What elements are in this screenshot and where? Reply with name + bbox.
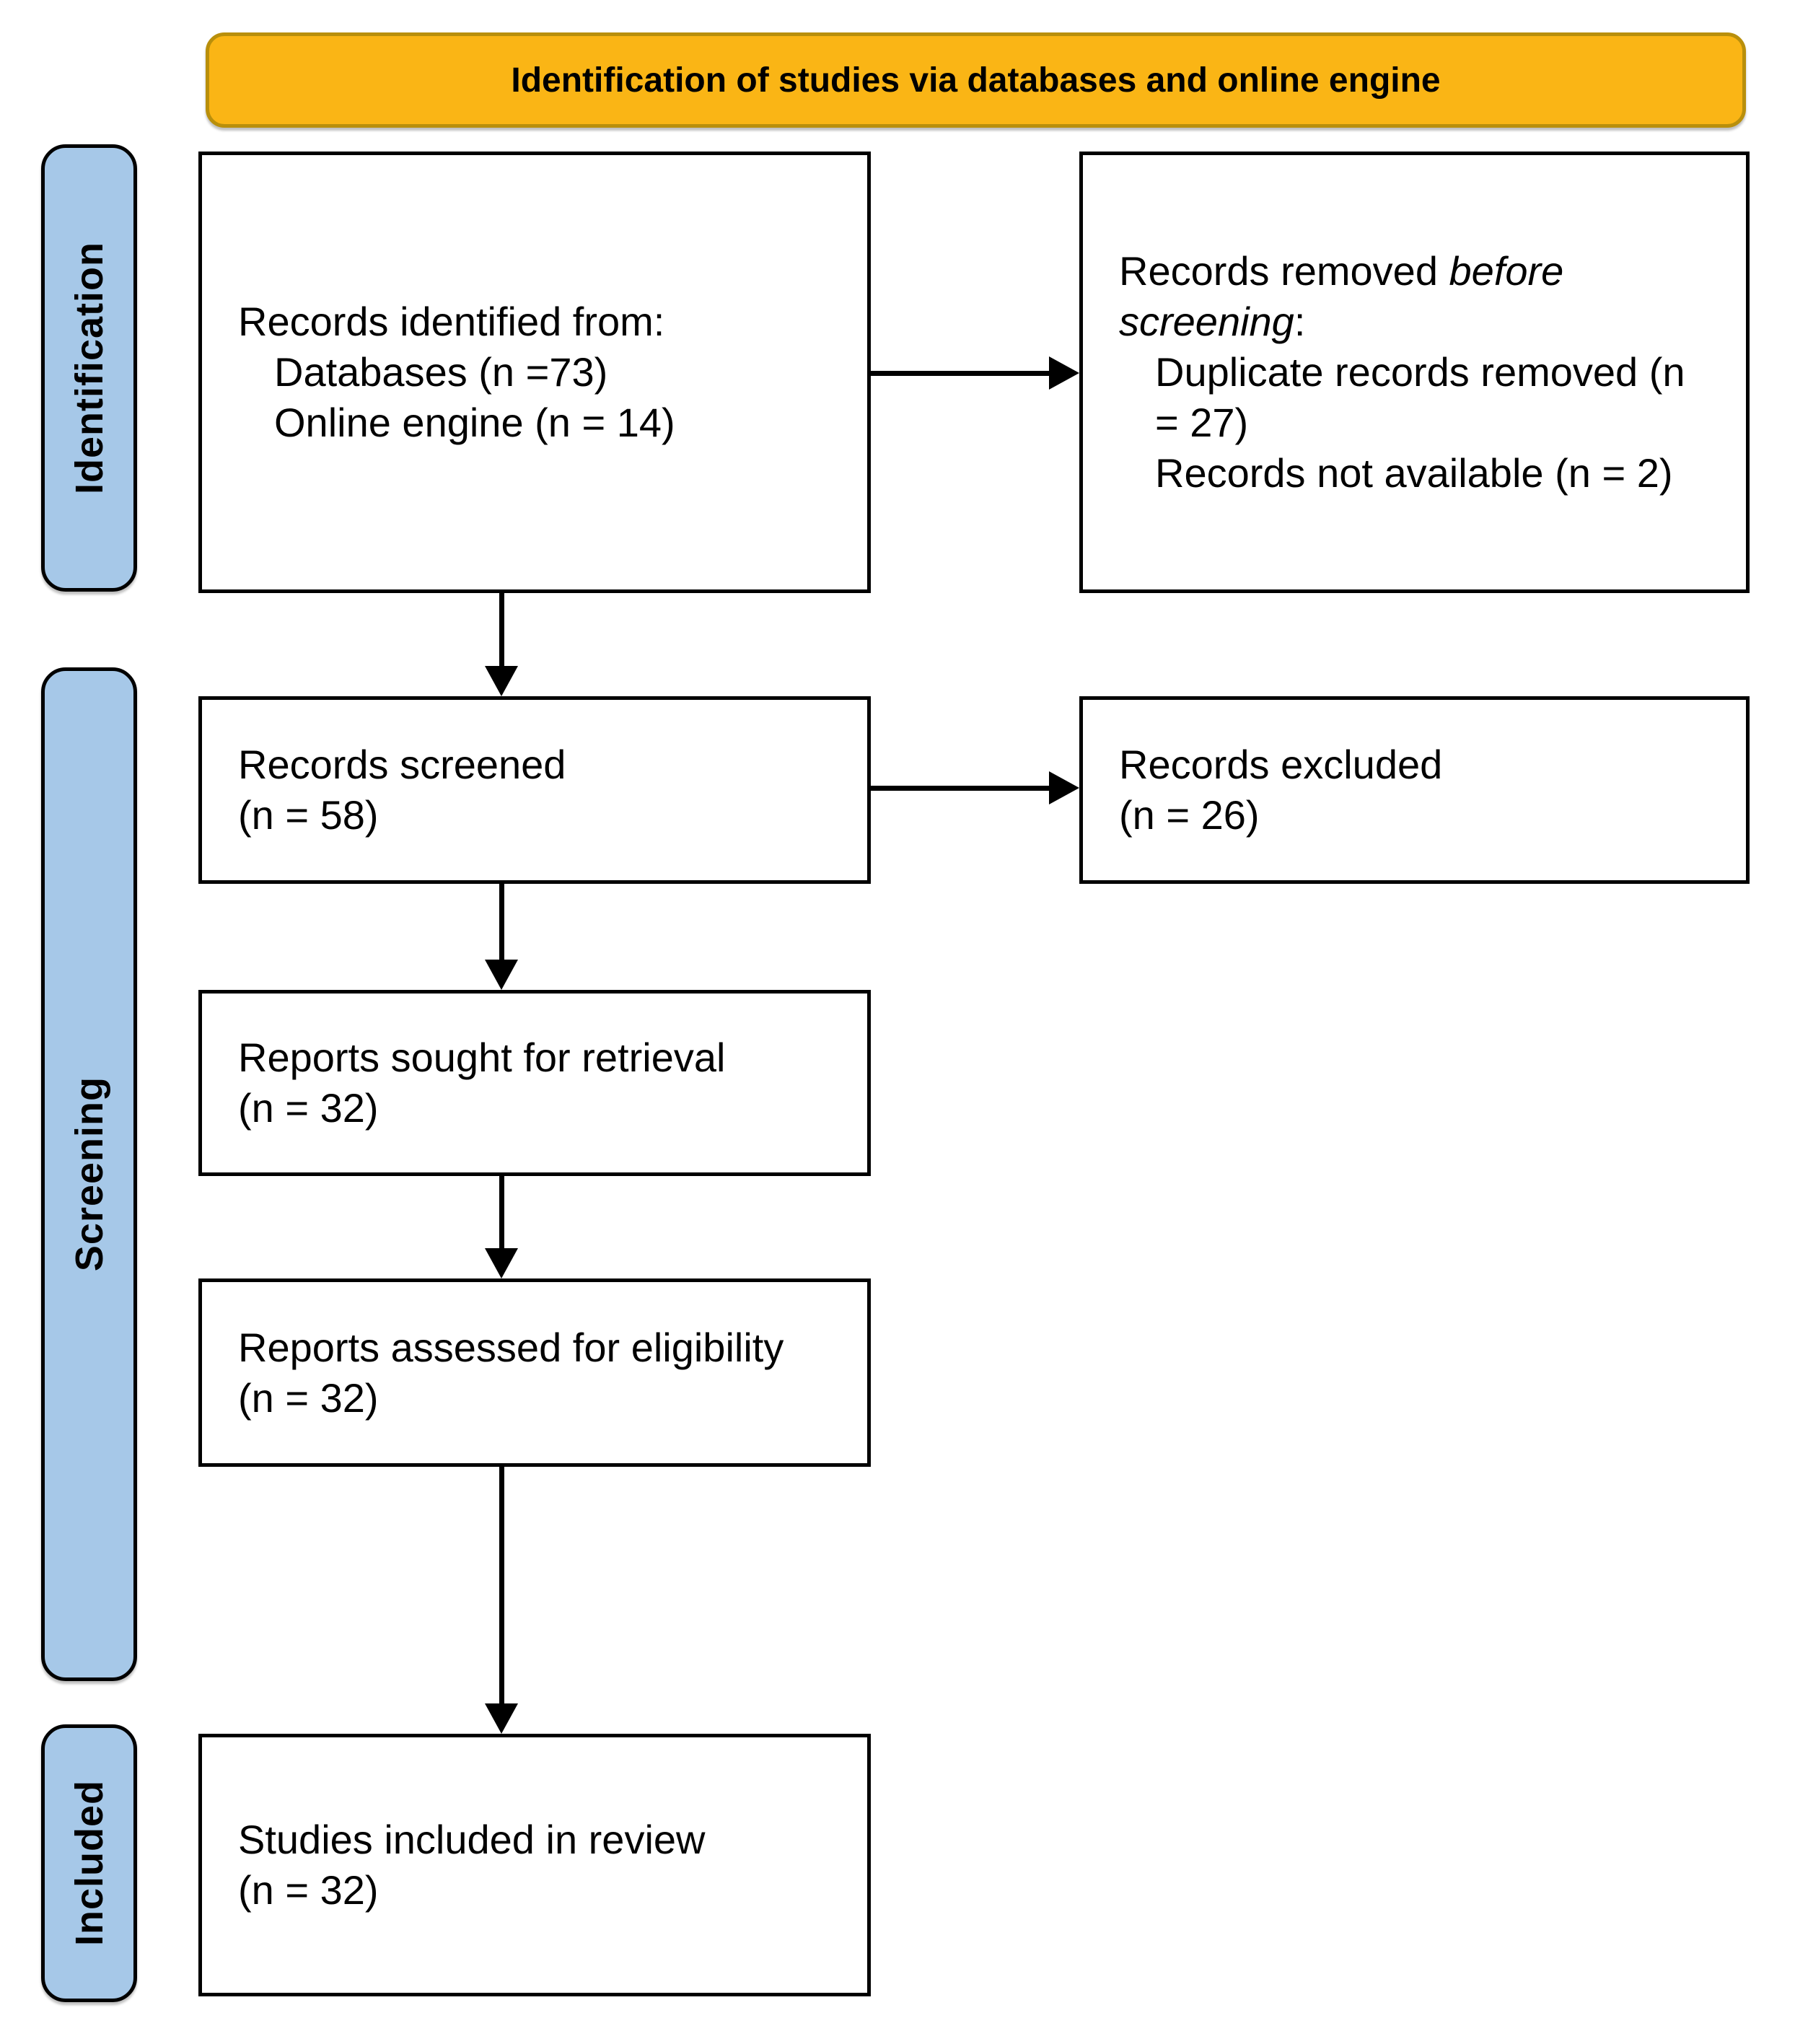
box-reports-assessed: Reports assessed for eligibility (n = 32… [198,1278,871,1467]
box-studies-included: Studies included in review (n = 32) [198,1734,871,1996]
box-text-line: Databases (n =73) [274,349,608,395]
arrowhead [485,666,518,696]
stage-label-screening-text: Screening [67,1076,111,1272]
box-text-segment: : [1294,299,1306,344]
box-text-line: Records excluded [1119,742,1443,787]
arrowhead [485,960,518,990]
box-text-line: (n = 58) [238,792,379,838]
stage-label-identification-text: Identification [67,242,111,494]
arrowhead [1049,356,1079,390]
box-text-line: Reports assessed for eligibility [238,1324,784,1370]
box-records-identified: Records identified from: Databases (n =7… [198,152,871,593]
box-text-line: (n = 32) [238,1085,379,1131]
box-text-line: Records not available (n = 2) [1155,450,1673,496]
stage-label-included: Included [41,1724,137,2002]
box-text-line: Studies included in review [238,1817,706,1862]
stage-label-screening: Screening [41,667,137,1681]
box-text-line: (n = 32) [238,1867,379,1913]
box-text-line: Online engine (n = 14) [274,400,675,445]
box-records-screened: Records screened (n = 58) [198,696,871,884]
box-records-removed: Records removed before screening: Duplic… [1079,152,1750,593]
box-text-line: (n = 26) [1119,792,1260,838]
arrow-shaft [871,786,1050,791]
box-records-excluded: Records excluded (n = 26) [1079,696,1750,884]
box-text-line: Records removed before screening: [1119,246,1716,347]
box-text-line: Records identified from: [238,299,665,344]
arrow-shaft [499,884,504,961]
banner-title: Identification of studies via databases … [206,32,1746,128]
box-reports-sought: Reports sought for retrieval (n = 32) [198,990,871,1176]
box-text-line: Reports sought for retrieval [238,1035,726,1080]
stage-label-included-text: Included [67,1780,111,1947]
arrowhead [485,1248,518,1278]
arrow-shaft [499,593,504,667]
box-text-line: Duplicate records removed (n = 27) [1155,349,1685,445]
box-text-segment: Records removed [1119,248,1449,294]
arrow-shaft [499,1176,504,1250]
arrowhead [1049,771,1079,804]
arrow-shaft [871,371,1050,376]
stage-label-identification: Identification [41,144,137,592]
arrowhead [485,1703,518,1734]
arrow-shaft [499,1467,504,1705]
box-text-segment-italic: before screening [1119,248,1564,344]
box-text-line: Records screened [238,742,566,787]
box-text-line: (n = 32) [238,1374,379,1421]
